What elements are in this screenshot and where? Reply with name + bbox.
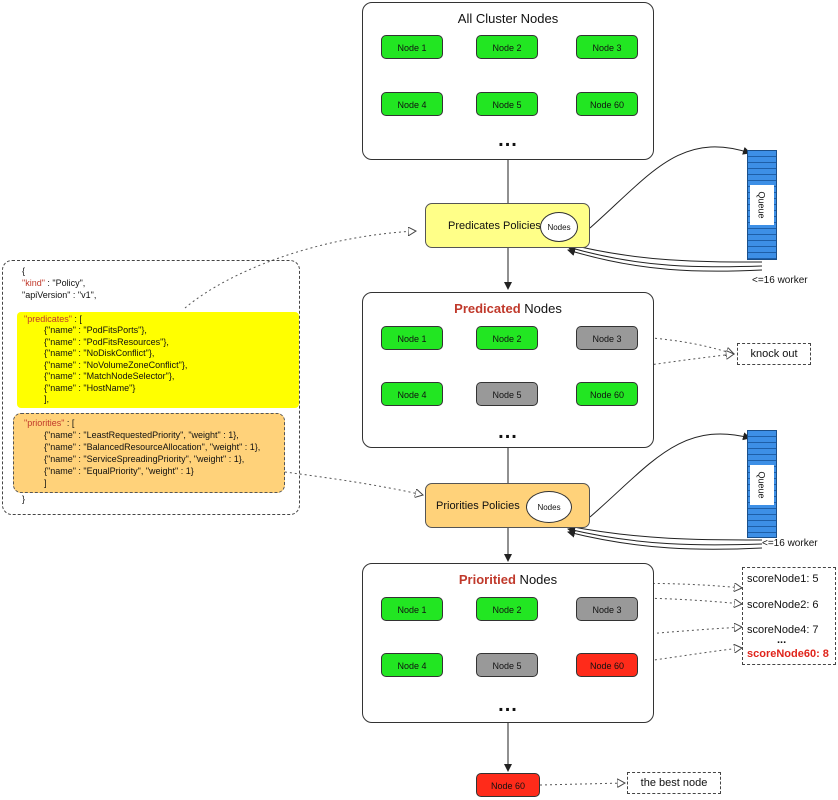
prioritied-nodes-panel: Prioritied Nodes Node 1 Node 2 Node 3 No… (362, 563, 654, 723)
knock-out-box: knock out (737, 343, 811, 365)
json-predicate-item: {"name" : "HostName"} (44, 383, 136, 393)
worker-arrow (567, 245, 763, 268)
best-node-box[interactable]: Node 60 (476, 773, 540, 797)
score-ellipsis: ... (777, 634, 787, 646)
json-priority-item: {"name" : "LeastRequestedPriority", "wei… (44, 430, 239, 440)
predicates-policies-label: Predicates Policies (448, 219, 541, 232)
more-ellipsis: ... (498, 694, 518, 716)
json-api-line: "apiVersion" : "v1", (22, 290, 97, 300)
worker-arrow (567, 241, 763, 263)
nodes-oval: Nodes (526, 491, 572, 523)
node-box-filtered[interactable]: Node 5 (476, 382, 538, 406)
node-box[interactable]: Node 5 (476, 92, 538, 116)
queue-label: Queue (750, 185, 774, 225)
json-priority-item: {"name" : "EqualPriority", "weight" : 1} (44, 466, 194, 476)
queue-label: Queue (750, 465, 774, 505)
node-box[interactable]: Node 60 (576, 382, 638, 406)
queue-bottom: Queue (747, 430, 777, 538)
prioritied-nodes-title: Prioritied Nodes (458, 572, 558, 587)
worker-arrow (567, 526, 763, 546)
json-predicate-item: {"name" : "PodFitsPorts"}, (44, 325, 147, 335)
json-predicates-key: "predicates" : [ (24, 314, 82, 324)
score-link (639, 648, 742, 663)
node-box[interactable]: Node 3 (576, 35, 638, 59)
priorities-policies-box[interactable]: Priorities Policies Nodes (425, 483, 590, 528)
node-box[interactable]: Node 1 (381, 35, 443, 59)
json-predicate-item: {"name" : "PodFitsResources"}, (44, 337, 169, 347)
json-predicate-item: {"name" : "NoVolumeZoneConflict"}, (44, 360, 188, 370)
queue-top: Queue (747, 150, 777, 260)
node-box[interactable]: Node 4 (381, 92, 443, 116)
all-cluster-nodes-panel: All Cluster Nodes Node 1 Node 2 Node 3 N… (362, 2, 654, 160)
priorities-policies-label: Priorities Policies (436, 499, 520, 512)
worker-arrow (567, 523, 763, 541)
score-item: scoreNode2: 6 (747, 599, 819, 611)
json-predicates-close: ], (44, 394, 50, 404)
node-box[interactable]: Node 2 (476, 597, 538, 621)
nodes-oval: Nodes (540, 212, 578, 242)
json-close-brace: } (22, 494, 26, 504)
node-box[interactable]: Node 1 (381, 597, 443, 621)
more-ellipsis: ... (498, 421, 518, 443)
node-box[interactable]: Node 2 (476, 35, 538, 59)
json-predicate-item: {"name" : "MatchNodeSelector"}, (44, 371, 175, 381)
best-node-label: the best node (627, 772, 721, 794)
node-box[interactable]: Node 4 (381, 382, 443, 406)
predicates-link (184, 231, 416, 309)
predicated-nodes-panel: Predicated Nodes Node 1 Node 2 Node 3 No… (362, 292, 654, 448)
worker-arrow (567, 529, 763, 550)
node-box[interactable]: Node 1 (381, 326, 443, 350)
score-item: scoreNode4: 7 (747, 624, 819, 636)
all-cluster-nodes-title: All Cluster Nodes (457, 11, 559, 26)
node-box-best[interactable]: Node 60 (576, 653, 638, 677)
worker-label: <=16 worker (752, 275, 808, 286)
queue-in-arrow (589, 432, 751, 518)
score-item-best: scoreNode60: 8 (747, 648, 829, 660)
priorities-link (284, 471, 423, 495)
knockout-link (639, 336, 734, 354)
node-box[interactable]: Node 60 (576, 92, 638, 116)
more-ellipsis: ... (498, 129, 518, 151)
json-kind-line: "kind" : "Policy", (22, 278, 86, 288)
node-box[interactable]: Node 2 (476, 326, 538, 350)
json-priority-item: {"name" : "ServiceSpreadingPriority", "w… (44, 454, 245, 464)
node-box-filtered[interactable]: Node 5 (476, 653, 538, 677)
best-link (539, 783, 625, 785)
json-priorities-close: ] (44, 478, 47, 488)
predicated-nodes-title: Predicated Nodes (454, 301, 562, 316)
worker-arrow (567, 248, 763, 272)
node-box-filtered[interactable]: Node 3 (576, 597, 638, 621)
json-predicate-item: {"name" : "NoDiskConflict"}, (44, 348, 155, 358)
predicates-policies-box[interactable]: Predicates Policies Nodes (425, 203, 590, 248)
node-box-filtered[interactable]: Node 3 (576, 326, 638, 350)
json-open-brace: { (22, 266, 26, 276)
json-priority-item: {"name" : "BalancedResourceAllocation", … (44, 442, 261, 452)
priorities-block (13, 413, 285, 493)
node-box[interactable]: Node 4 (381, 653, 443, 677)
policy-json-box (2, 260, 300, 515)
score-item: scoreNode1: 5 (747, 573, 819, 585)
scores-box: scoreNode1: 5 scoreNode2: 6 scoreNode4: … (742, 567, 836, 665)
queue-in-arrow (589, 146, 751, 229)
worker-label: <=16 worker (762, 538, 818, 549)
json-priorities-key: "priorities" : [ (24, 418, 75, 428)
predicates-block (17, 312, 299, 408)
